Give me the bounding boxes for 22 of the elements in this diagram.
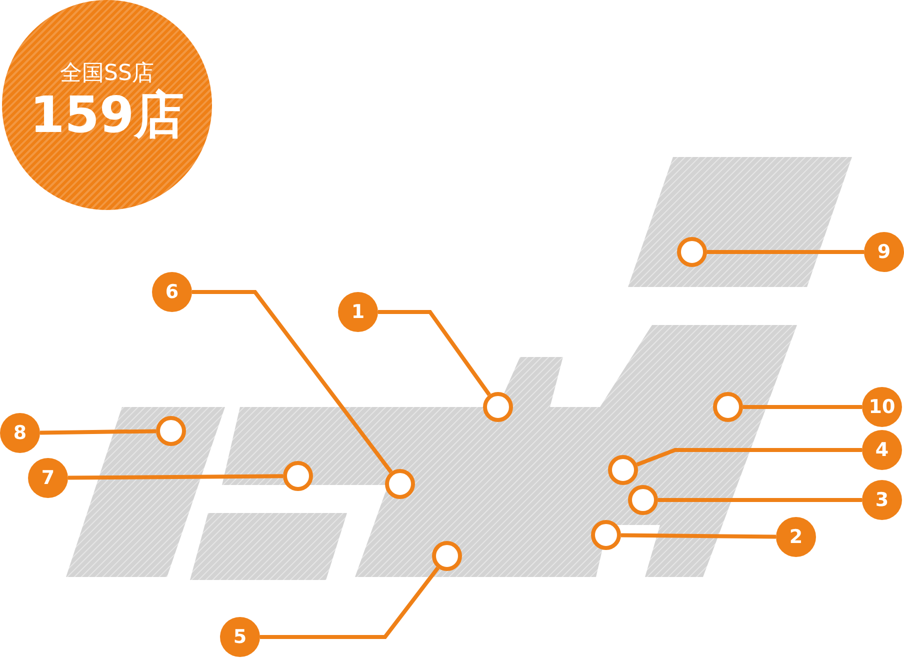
leader-line [743,405,862,409]
callout-number: 8 [0,413,40,453]
leader-line [40,429,156,435]
leader-line [378,310,491,396]
leader-line [260,566,440,639]
callout-number: 6 [152,272,192,312]
callout-number: 9 [864,232,904,272]
leader-line [636,448,862,466]
leader-line [620,533,776,539]
callout-number: 3 [862,480,902,520]
callout-number: 5 [220,617,260,657]
leader-line [68,474,284,480]
leader-line [658,498,862,502]
leader-line [192,290,393,474]
callout-number: 2 [776,517,816,557]
store-count: 159店 [30,88,184,142]
callout-number: 1 [338,292,378,332]
badge-heading: 全国SS店 [60,60,154,88]
leader-line [707,250,864,254]
callout-number: 4 [862,430,902,470]
callout-number: 10 [862,387,902,427]
callout-number: 7 [28,458,68,498]
